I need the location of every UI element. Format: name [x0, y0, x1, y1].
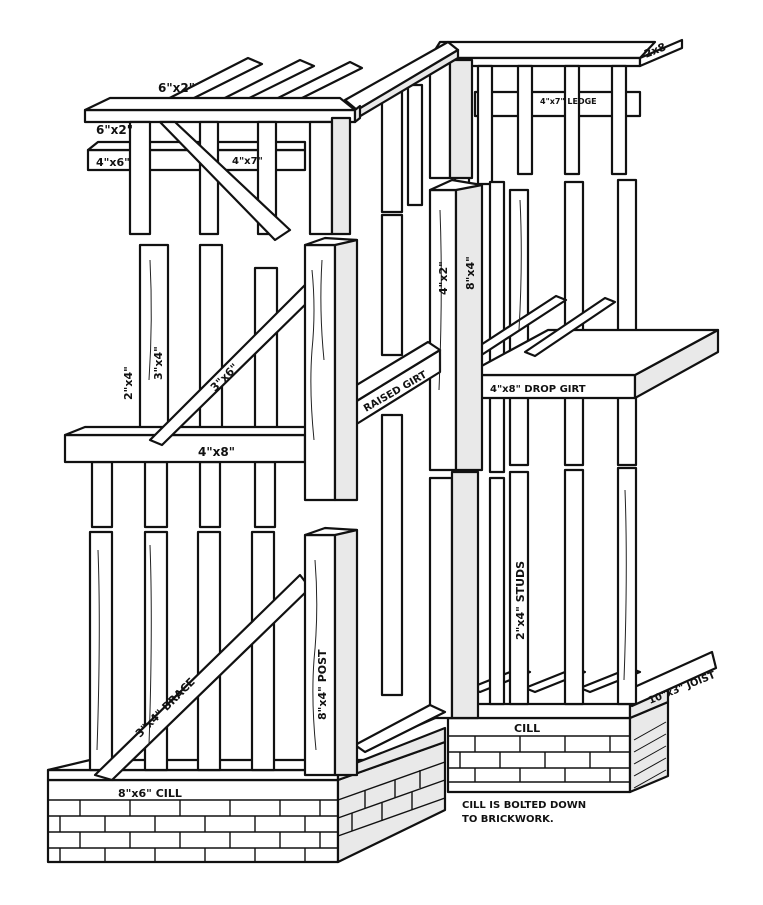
label-stud-3x4: 3"x4" [152, 346, 165, 380]
rear-studs-upper [453, 64, 628, 186]
right-wall-studs [488, 178, 638, 706]
middle-wall-bottom [353, 703, 447, 754]
label-top-plate-lower: 6"x2" [96, 123, 133, 137]
label-stud-2x4: 2"x4" [122, 366, 135, 400]
label-post-main: 8"x4" POST [316, 649, 329, 720]
middle-top-plate [343, 40, 460, 120]
label-top-plate-upper: 6"x2" [158, 81, 195, 95]
label-head: 4"x6" [96, 156, 130, 169]
label-post-8x4: 8"x4" [464, 256, 477, 290]
label-cill-left: 8"x6" CILL [118, 787, 182, 800]
label-lintel-right: 4"x7" LEDGE [540, 97, 597, 106]
label-girt-left: 4"x8" [198, 445, 235, 459]
left-wall-studs-lower [88, 460, 277, 772]
label-drop-girt: 4"x8" DROP GIRT [490, 384, 586, 395]
drop-girt [463, 294, 720, 400]
main-post [303, 236, 359, 777]
brick-foundation-left [46, 740, 447, 864]
wood-grain [96, 199, 627, 751]
label-post-4x2: 4"x2" [437, 261, 450, 295]
brick-foundation-right [446, 700, 670, 794]
middle-wall-studs [380, 83, 424, 697]
label-cill-right: CILL [514, 722, 540, 735]
left-girt [63, 425, 312, 464]
left-top-plate [83, 96, 362, 124]
rear-plate [428, 38, 684, 118]
label-head-small: 4"x7" [232, 156, 263, 167]
left-top-studs [128, 116, 352, 236]
label-note-line2: TO BRICKWORK. [462, 814, 554, 825]
label-note-line1: CILL IS BOLTED DOWN [462, 800, 586, 811]
corner-post-right [428, 58, 484, 720]
label-studs: 2"x4" STUDS [514, 561, 527, 640]
left-top-brace [158, 120, 292, 242]
